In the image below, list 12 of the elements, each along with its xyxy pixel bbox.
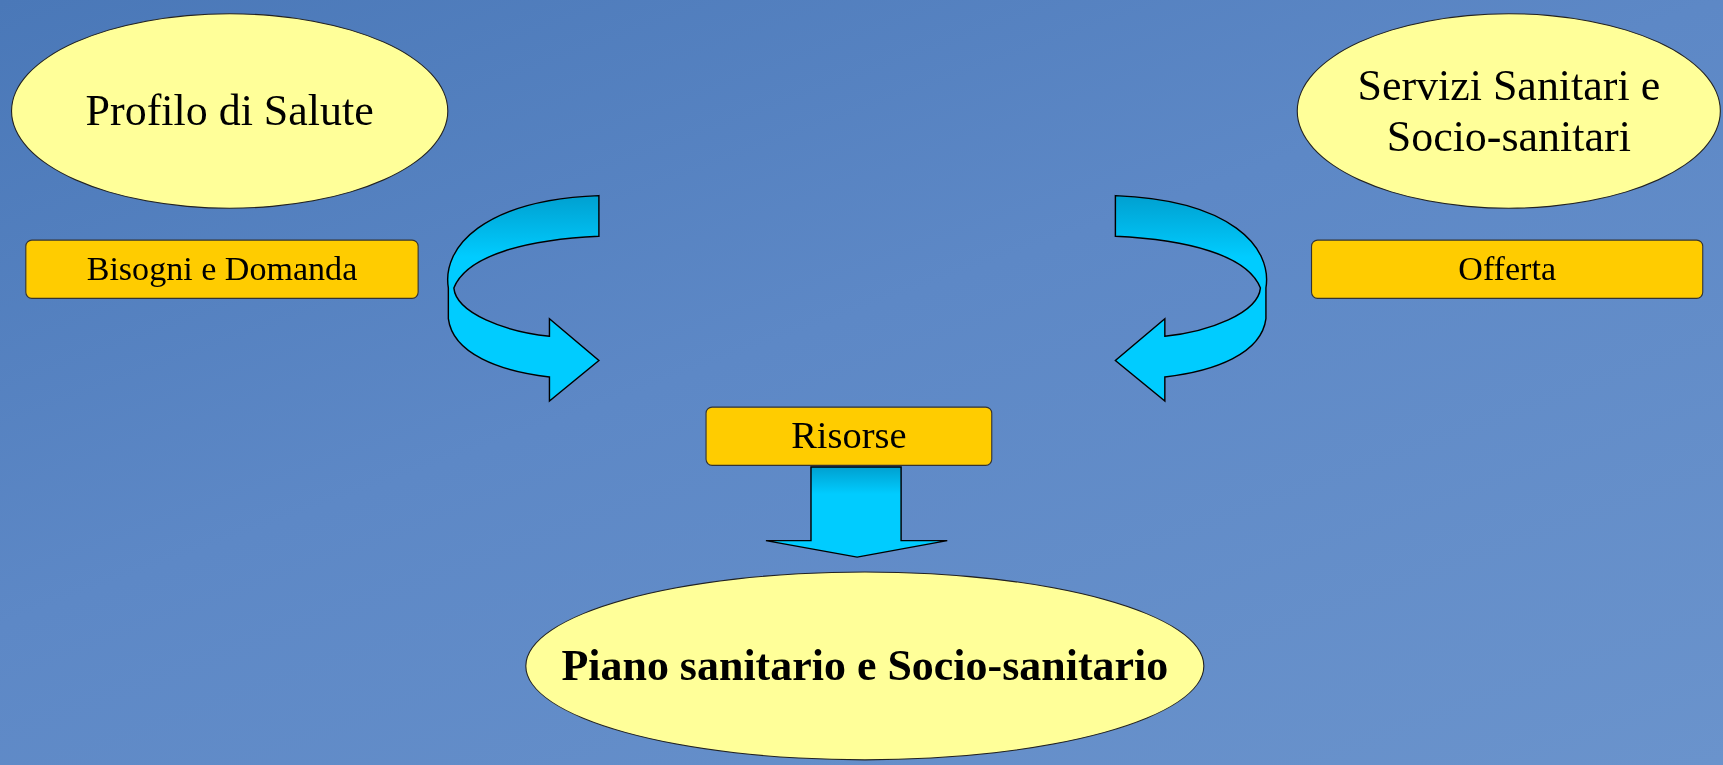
label-box [1311,239,1704,299]
block-arrow [765,466,948,558]
node-label: Servizi Sanitari e Socio-sanitari [1356,60,1662,162]
node-label: Risorse [790,414,908,459]
node-label: Bisogni e Domanda [85,249,359,289]
curved-block-arrow [1114,194,1268,402]
curved-block-arrow [447,194,600,402]
node-label: Profilo di Salute [84,85,375,137]
node-label: Offerta [1457,249,1557,289]
label-box [705,406,993,466]
label-box [25,239,419,299]
node-label: Piano sanitario e Socio-sanitario [560,640,1170,692]
